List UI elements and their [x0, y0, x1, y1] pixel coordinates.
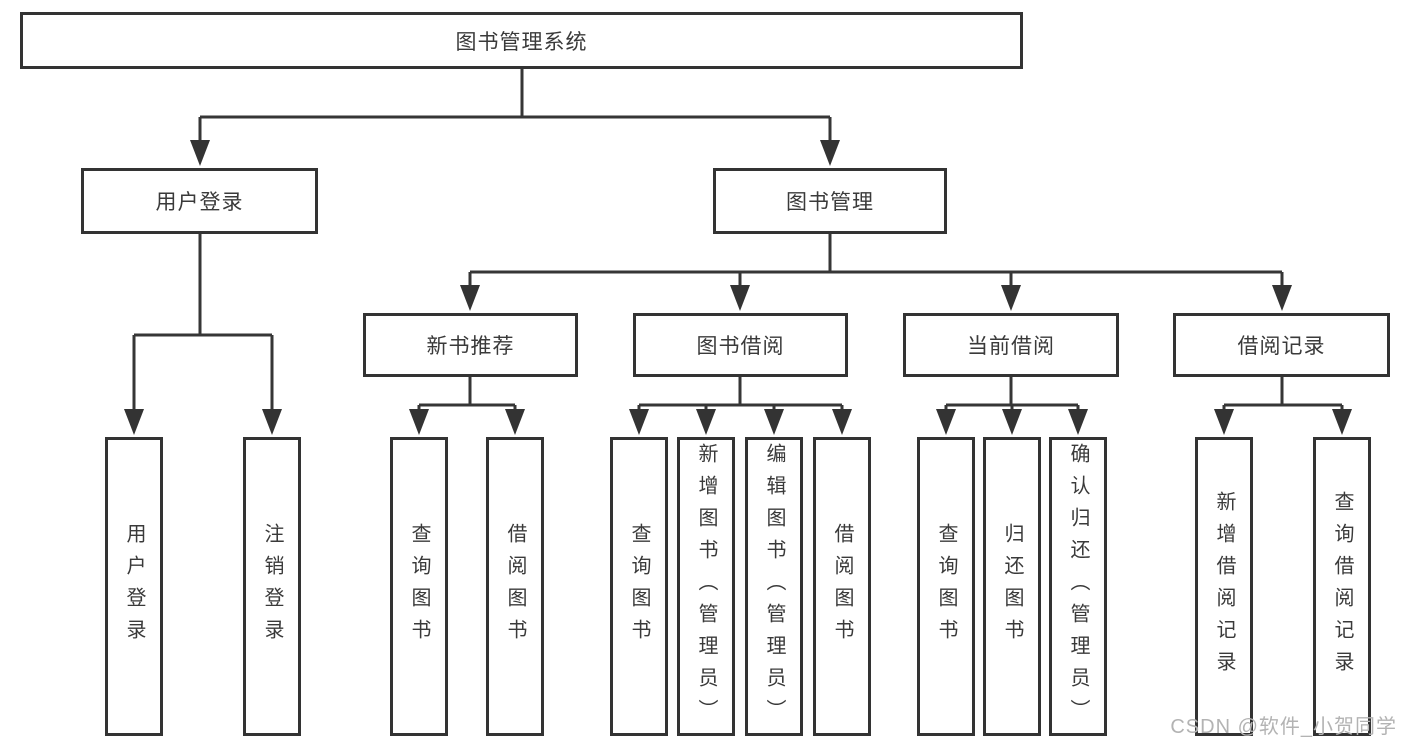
- node-borrowing-records: 借阅记录: [1173, 313, 1390, 377]
- edge-current-borrow-to-leaves: [936, 377, 1088, 435]
- node-new-book-recommendation: 新书推荐: [363, 313, 578, 377]
- node-leaf-return-books: 归还图书: [983, 437, 1041, 736]
- node-leaf-query-books-3: 查询图书: [917, 437, 975, 736]
- node-current-borrowing: 当前借阅: [903, 313, 1119, 377]
- node-user-login: 用户登录: [81, 168, 318, 234]
- node-leaf-add-books-admin: 新增图书（管理员）: [677, 437, 735, 736]
- node-leaf-borrow-books-2: 借阅图书: [813, 437, 871, 736]
- node-leaf-user-login: 用户登录: [105, 437, 163, 736]
- node-leaf-query-books-1: 查询图书: [390, 437, 448, 736]
- edge-new-book-rec-to-leaves: [409, 377, 525, 435]
- node-leaf-borrow-books-1: 借阅图书: [486, 437, 544, 736]
- node-book-management: 图书管理: [713, 168, 947, 234]
- watermark: CSDN @软件_小贺同学: [1170, 716, 1397, 738]
- edge-book-mgmt-to-level3: [460, 234, 1292, 311]
- node-leaf-query-books-2: 查询图书: [610, 437, 668, 736]
- edge-book-borrow-to-leaves: [629, 377, 852, 435]
- edge-root-to-level2: [190, 69, 840, 166]
- edge-borrow-records-to-leaves: [1214, 377, 1352, 435]
- node-leaf-confirm-return-admin: 确认归还（管理员）: [1049, 437, 1107, 736]
- node-leaf-add-borrow-record: 新增借阅记录: [1195, 437, 1253, 736]
- node-leaf-edit-books-admin: 编辑图书（管理员）: [745, 437, 803, 736]
- node-leaf-logout: 注销登录: [243, 437, 301, 736]
- node-library-management-system: 图书管理系统: [20, 12, 1023, 69]
- node-leaf-query-borrow-record: 查询借阅记录: [1313, 437, 1371, 736]
- node-book-borrowing: 图书借阅: [633, 313, 848, 377]
- edge-user-login-to-leaves: [124, 234, 282, 435]
